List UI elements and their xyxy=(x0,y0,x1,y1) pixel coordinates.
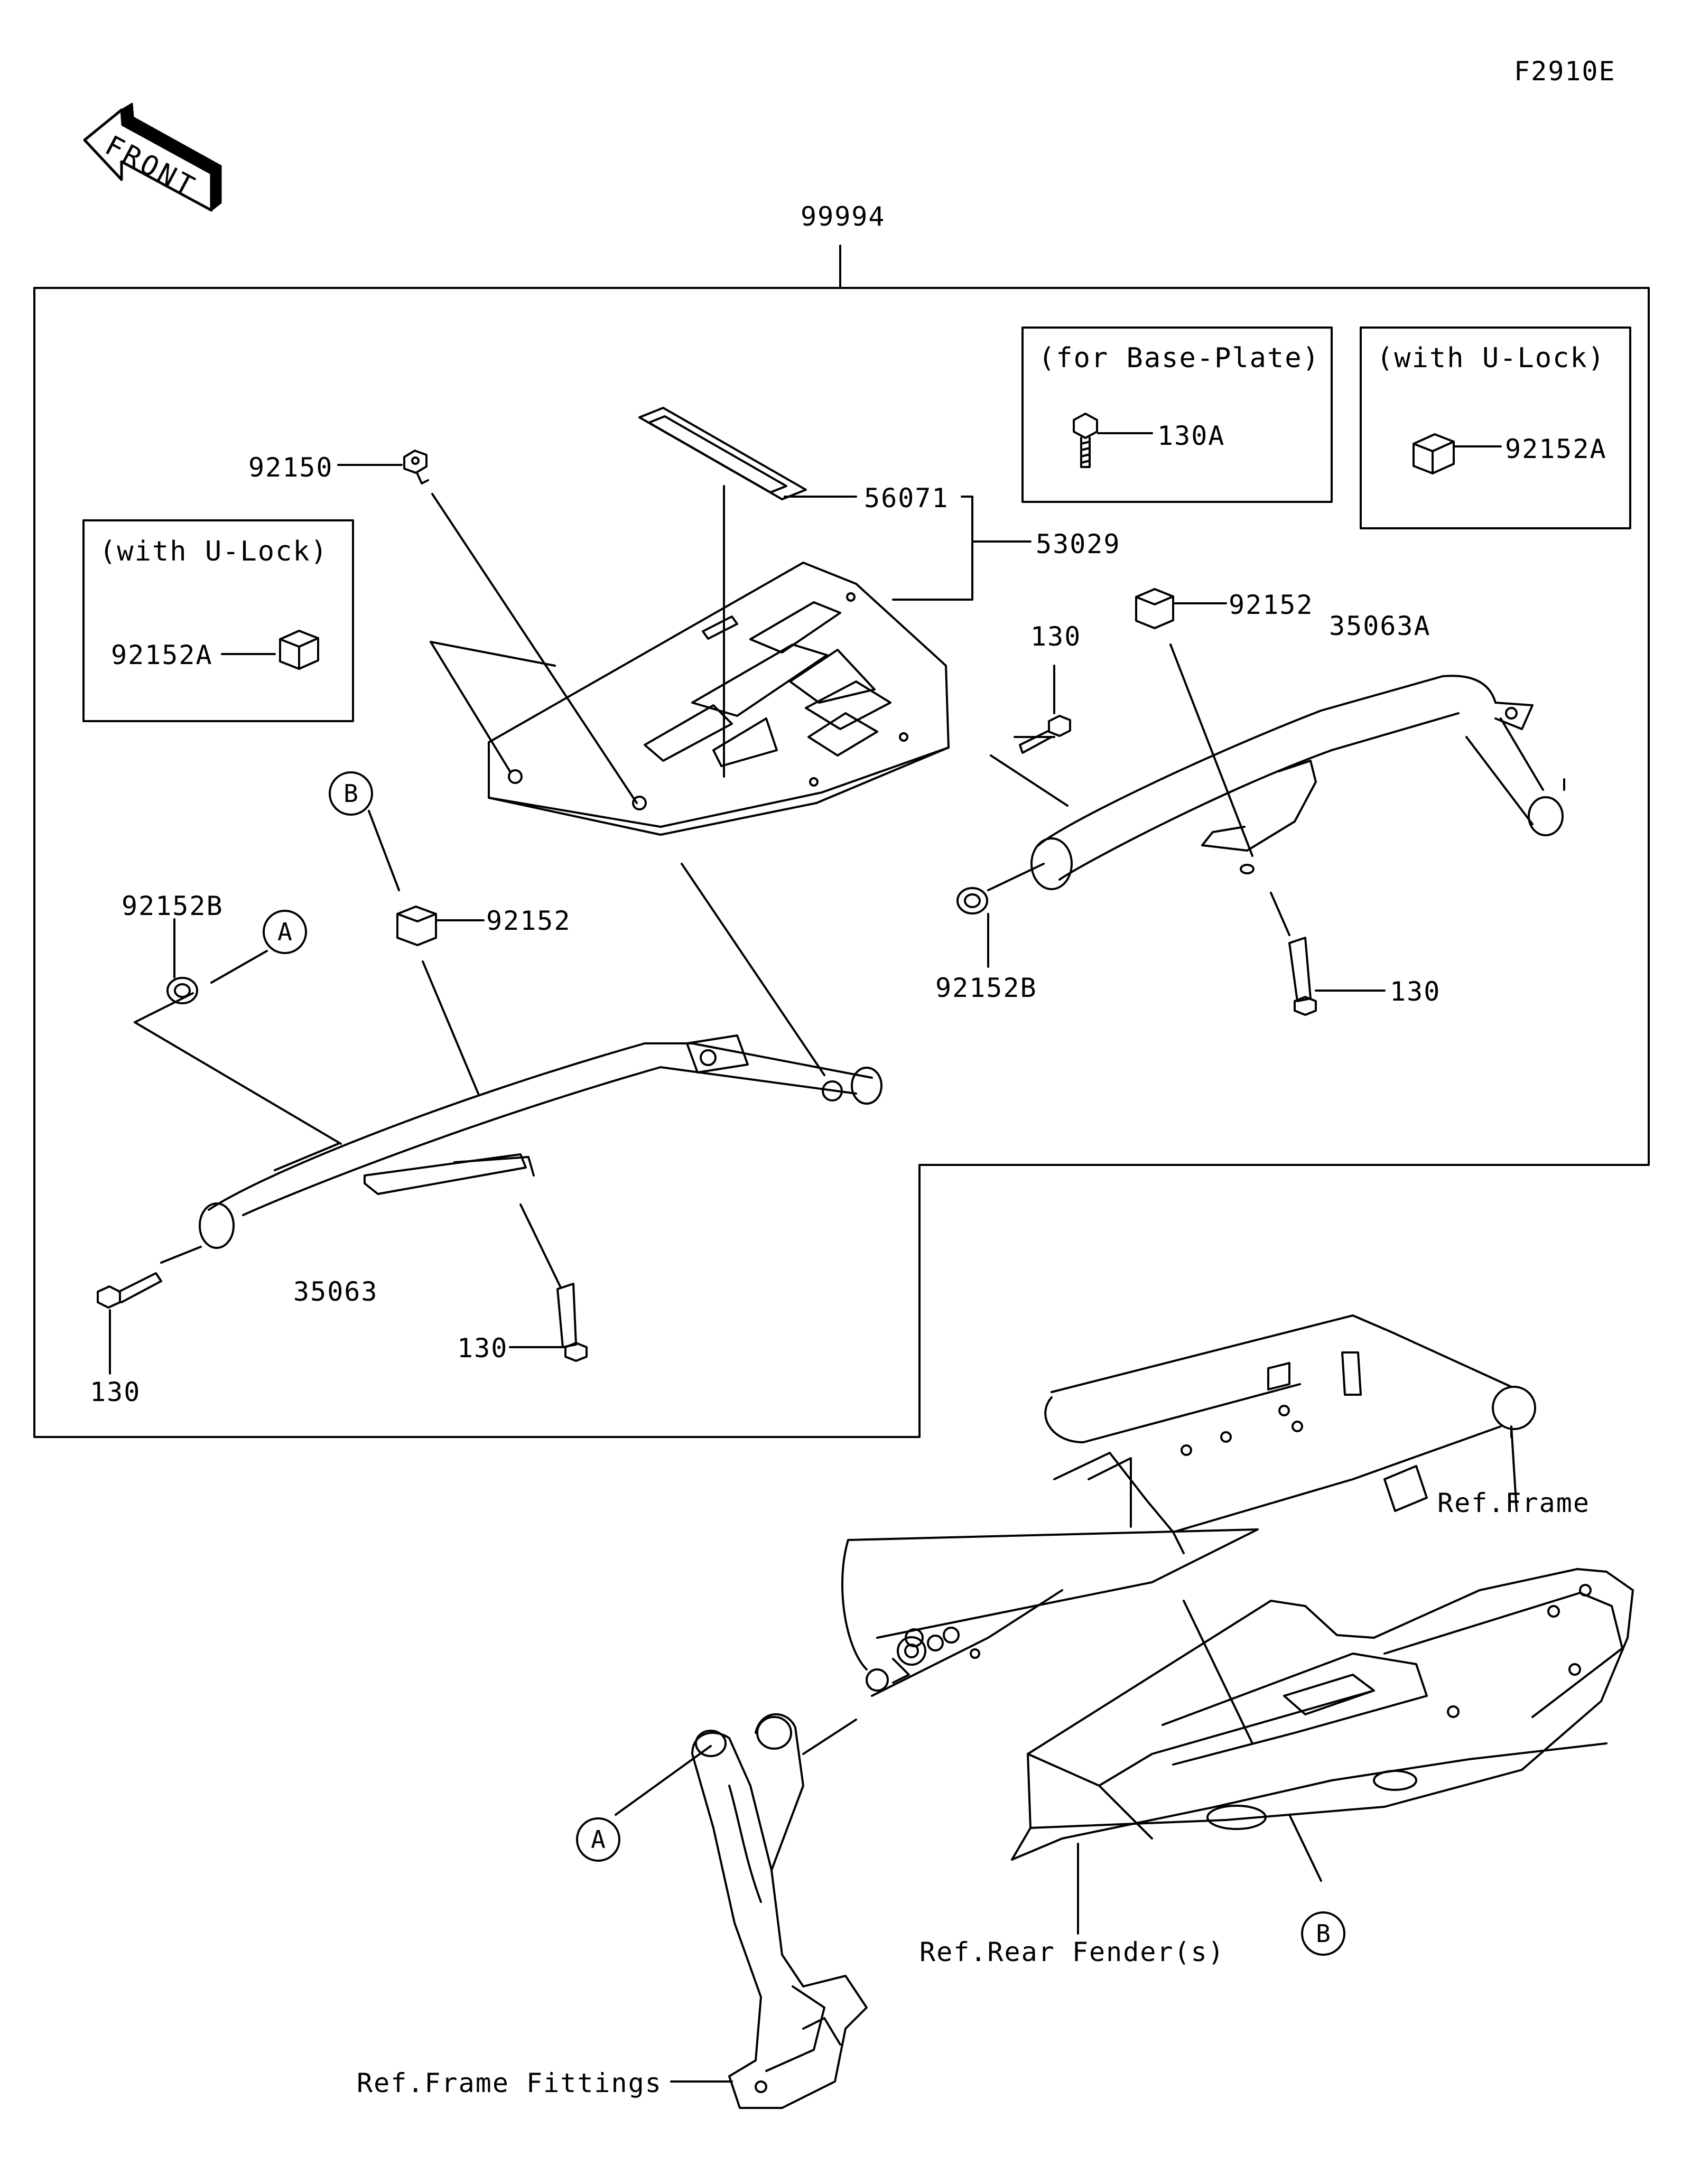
label-56071: 56071 xyxy=(864,483,949,514)
bolt-130-bottom-mid-icon xyxy=(509,1283,588,1362)
bolt-130-bottom-left-icon xyxy=(97,1272,162,1375)
bolt-130-top-icon xyxy=(1019,665,1071,754)
leader-line xyxy=(422,960,479,1095)
leader-line xyxy=(519,1203,561,1287)
leader-line xyxy=(134,992,194,1023)
bolt-92150-icon xyxy=(403,450,429,484)
label-92152A-right: 92152A xyxy=(1505,434,1607,464)
inset-u-lock-left-title: (with U-Lock) xyxy=(99,536,328,567)
callout-b-bottom: B xyxy=(1301,1911,1345,1956)
assembly-outline xyxy=(33,245,1650,1438)
bush-92152-left-icon xyxy=(396,906,485,946)
inset-u-lock-right-title: (with U-Lock) xyxy=(1377,342,1605,374)
frame-35063A-icon xyxy=(1030,675,1565,890)
leader-line xyxy=(430,641,511,772)
ref-frame-label: Ref.Frame xyxy=(1437,1488,1590,1518)
leader-line xyxy=(681,863,825,1076)
label-92150: 92150 xyxy=(248,452,333,483)
leader-line xyxy=(1270,892,1290,936)
frame-35063-icon xyxy=(199,1034,882,1249)
bush-92152A-left-icon xyxy=(221,630,319,670)
inset-box-u-lock-left xyxy=(82,519,354,722)
label-92152B-left: 92152B xyxy=(122,891,224,921)
leader-line xyxy=(368,810,400,891)
ref-frame-icon xyxy=(841,1314,1536,1697)
inset-base-plate-title: (for Base-Plate) xyxy=(1038,342,1320,374)
bolt-130-right-icon xyxy=(1288,937,1386,1016)
label-35063: 35063 xyxy=(293,1276,378,1307)
bush-92152B-left-icon xyxy=(166,918,198,1004)
label-130-bottom-mid: 130 xyxy=(457,1333,508,1364)
leader-line xyxy=(431,493,638,804)
label-53029: 53029 xyxy=(1036,529,1121,559)
bush-92152B-right-icon xyxy=(956,887,989,968)
label-92152-top: 92152 xyxy=(1229,590,1314,620)
leader-line xyxy=(990,754,1069,807)
leader-line xyxy=(1169,643,1253,857)
label-35063A: 35063A xyxy=(1329,611,1431,641)
label-130-top: 130 xyxy=(1030,621,1082,652)
label-130-bottom-left: 130 xyxy=(90,1377,141,1407)
leader-line xyxy=(987,863,1045,891)
leader-line xyxy=(134,1021,342,1145)
callout-a-top: A xyxy=(263,910,307,954)
label-130-right: 130 xyxy=(1390,976,1441,1007)
label-92152A-left: 92152A xyxy=(111,640,213,670)
label-92152-left: 92152 xyxy=(486,906,571,936)
bush-92152A-right-icon xyxy=(1413,433,1502,474)
label-130A: 130A xyxy=(1157,421,1225,451)
assembly-part-number: 99994 xyxy=(801,201,886,232)
base-plate-53029-icon xyxy=(488,496,1032,836)
callout-a-bottom: A xyxy=(576,1817,620,1862)
inset-box-base-plate xyxy=(1021,326,1333,503)
leader-line xyxy=(210,950,268,984)
callout-b-top: B xyxy=(329,771,373,816)
front-direction-arrow-icon: FRONT xyxy=(83,102,222,212)
ref-frame-fittings-icon xyxy=(615,1713,868,2109)
figure-code: F2910E xyxy=(1514,56,1616,87)
ref-rear-fender-icon xyxy=(1011,1568,1634,1935)
leader-line xyxy=(430,641,556,667)
leader-line xyxy=(160,1246,202,1264)
label-92152B-right: 92152B xyxy=(935,973,1037,1003)
rubber-strip-56071-icon xyxy=(638,407,857,778)
ref-rear-fender-label: Ref.Rear Fender(s) xyxy=(919,1937,1225,1967)
ref-frame-fittings-label: Ref.Frame Fittings xyxy=(357,2068,662,2098)
bolt-130A-icon xyxy=(1073,413,1153,468)
inset-box-u-lock-right xyxy=(1360,326,1631,529)
bush-92152-top-icon xyxy=(1135,588,1227,629)
